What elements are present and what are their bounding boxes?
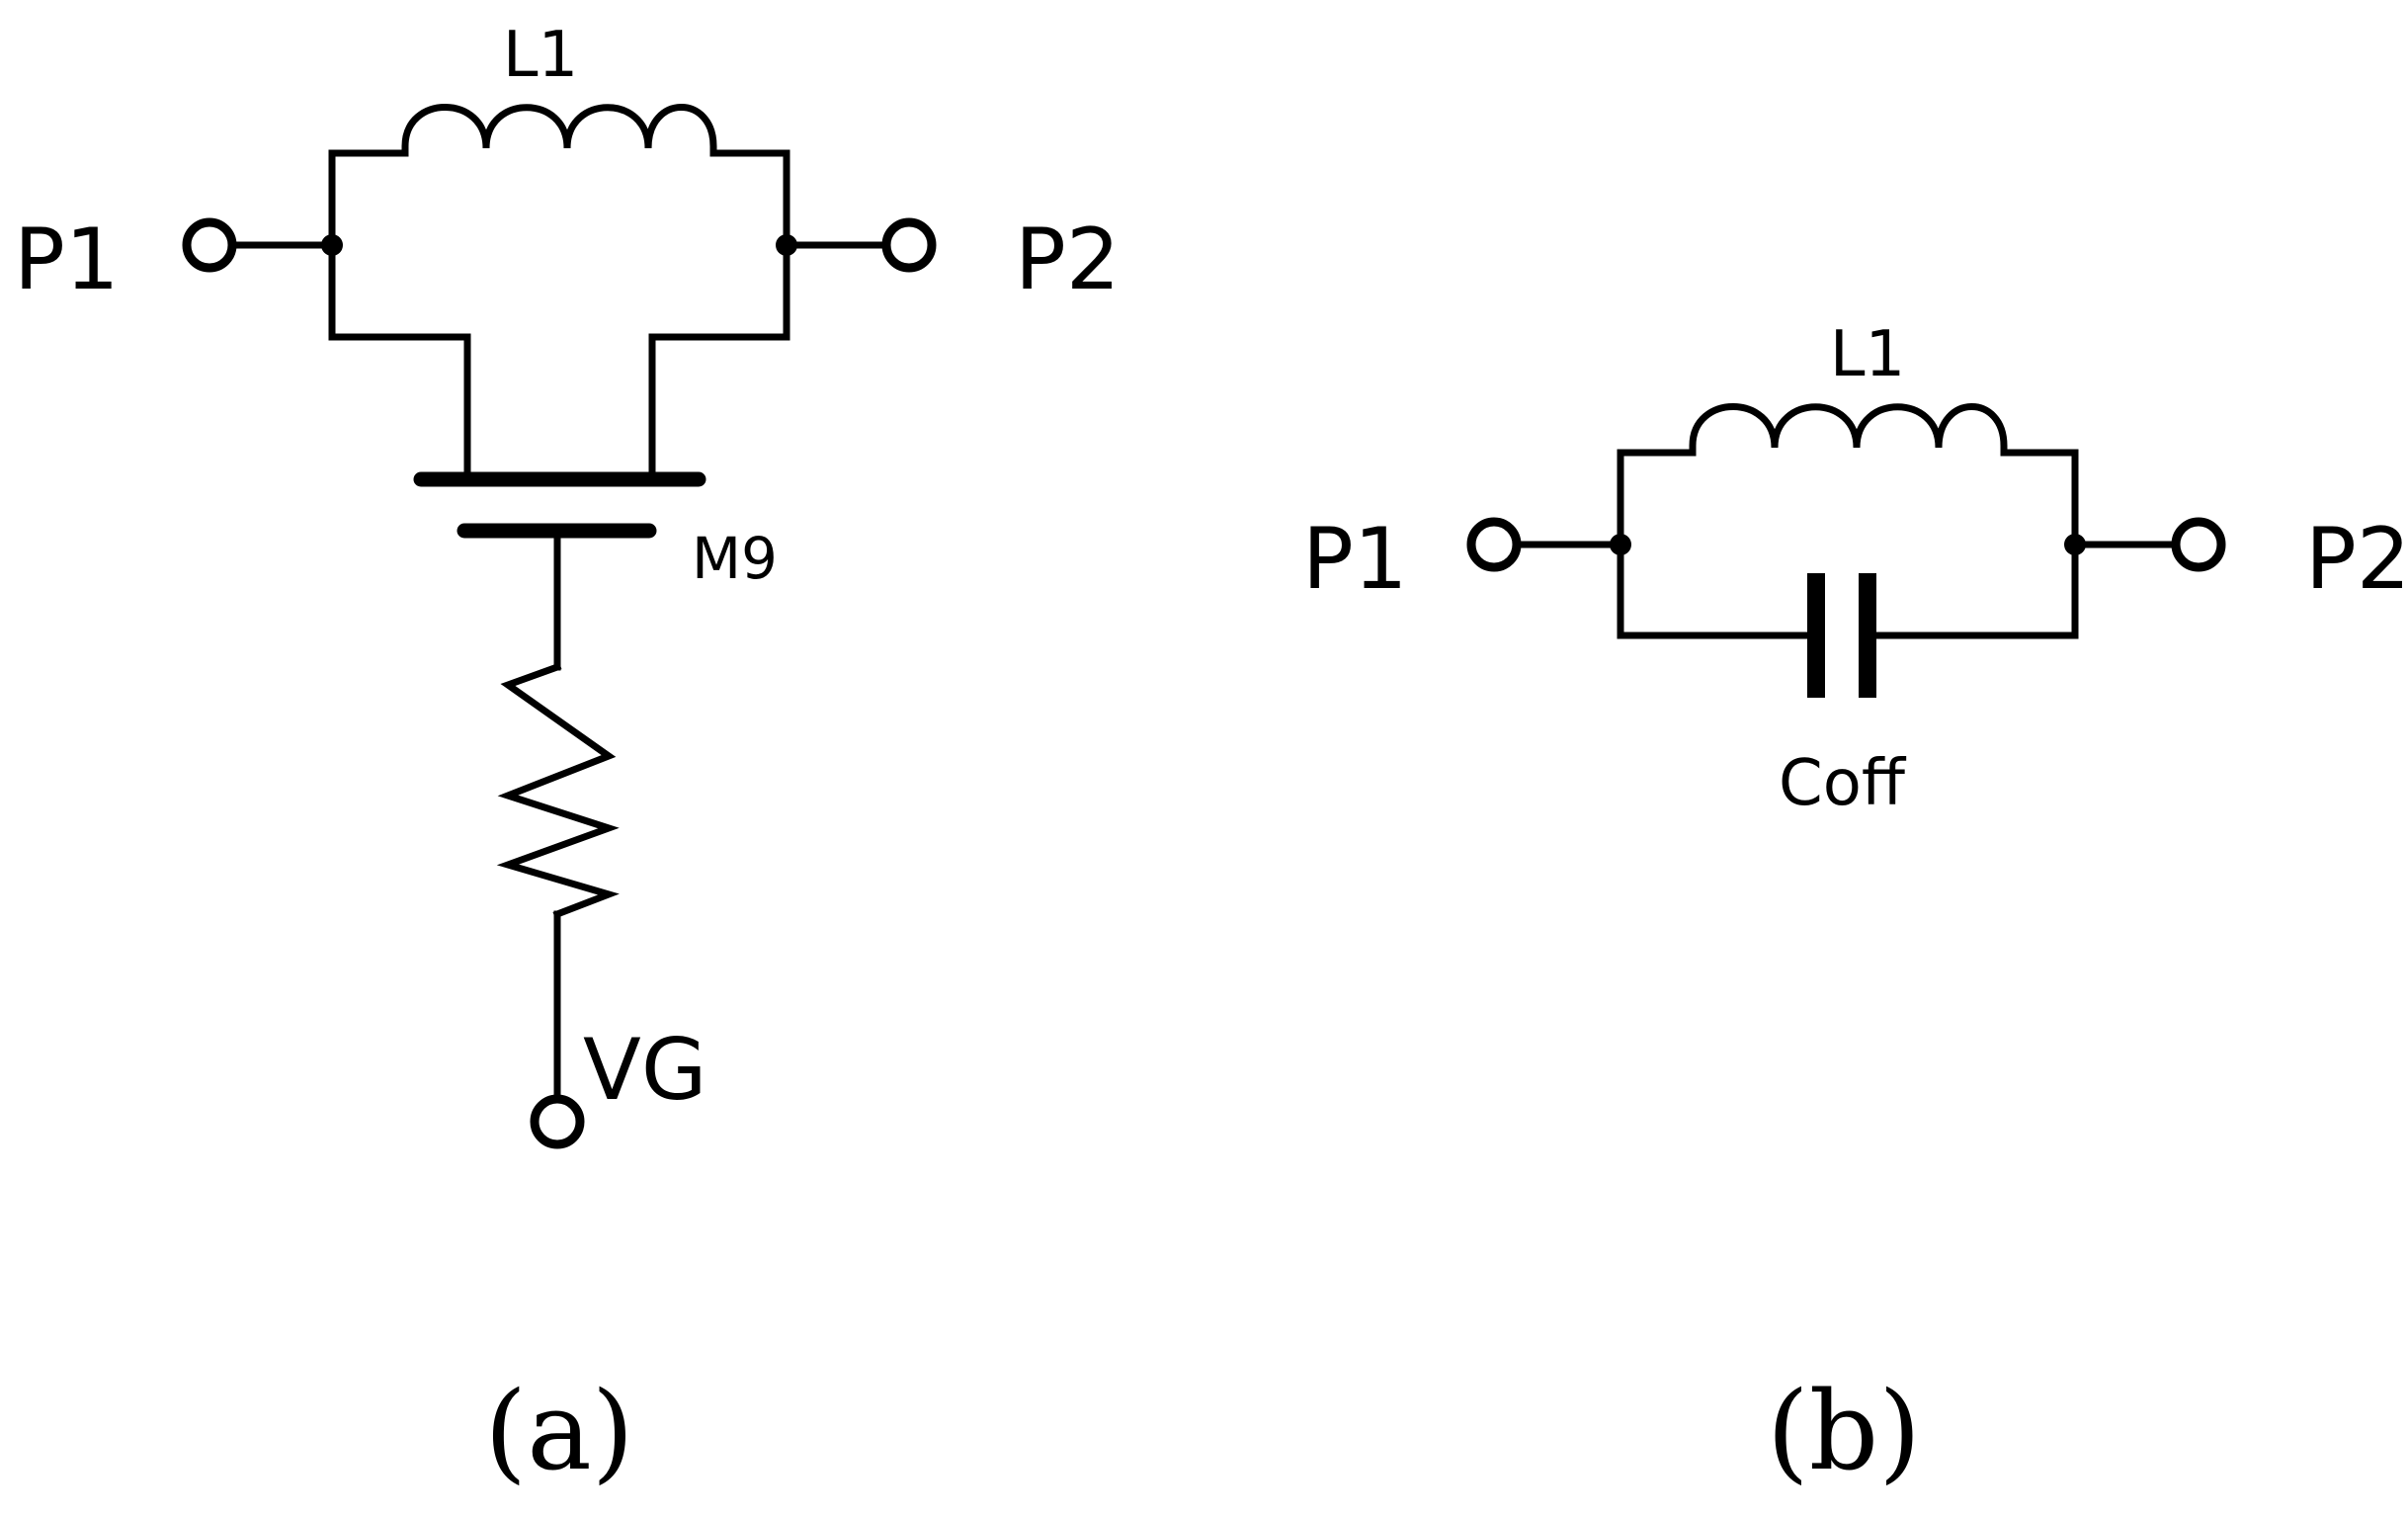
inductor-left-wire	[328, 149, 409, 249]
transistor-icon	[413, 471, 706, 539]
inductor-right-wire	[709, 149, 790, 249]
drain-wire	[328, 241, 471, 478]
junction-node-icon	[1610, 534, 1631, 555]
caption-a: (a)	[484, 1368, 633, 1494]
capacitor-right-wire	[1867, 541, 2079, 639]
resistor-icon	[496, 662, 620, 919]
inductor-icon	[401, 104, 717, 157]
inductor-right-wire	[2000, 449, 2079, 548]
junction-node-icon	[321, 234, 343, 256]
port-label-p2: P2	[1015, 211, 1121, 309]
port-terminal-icon	[182, 217, 237, 273]
capacitor-label: Coff	[1779, 747, 1907, 820]
caption-b: (b)	[1767, 1368, 1921, 1494]
transistor-label: M9	[692, 525, 778, 592]
port-label-p1: P1	[14, 211, 120, 309]
panel-b: P1 P2 L1 Coff (b)	[1302, 318, 2408, 1494]
junction-node-icon	[776, 234, 797, 256]
inductor-left-wire	[1617, 449, 1697, 548]
port-terminal-icon	[2171, 517, 2226, 572]
inductor-icon	[1689, 403, 2008, 457]
port-terminal-icon	[530, 1094, 585, 1149]
source-wire	[648, 241, 790, 478]
gate-terminal-label: VG	[583, 1021, 706, 1120]
capacitor-icon	[1807, 573, 1876, 698]
inductor-label: L1	[503, 19, 578, 92]
port-label-p1: P1	[1302, 510, 1408, 609]
port-label-p2: P2	[2305, 510, 2408, 609]
capacitor-left-wire	[1617, 541, 1817, 639]
junction-node-icon	[2064, 534, 2086, 555]
inductor-label: L1	[1830, 318, 1905, 391]
port-terminal-icon	[881, 217, 937, 273]
port-terminal-icon	[1466, 517, 1522, 572]
panel-a: P1 P2 L1 M9 VG (a)	[14, 19, 1121, 1494]
